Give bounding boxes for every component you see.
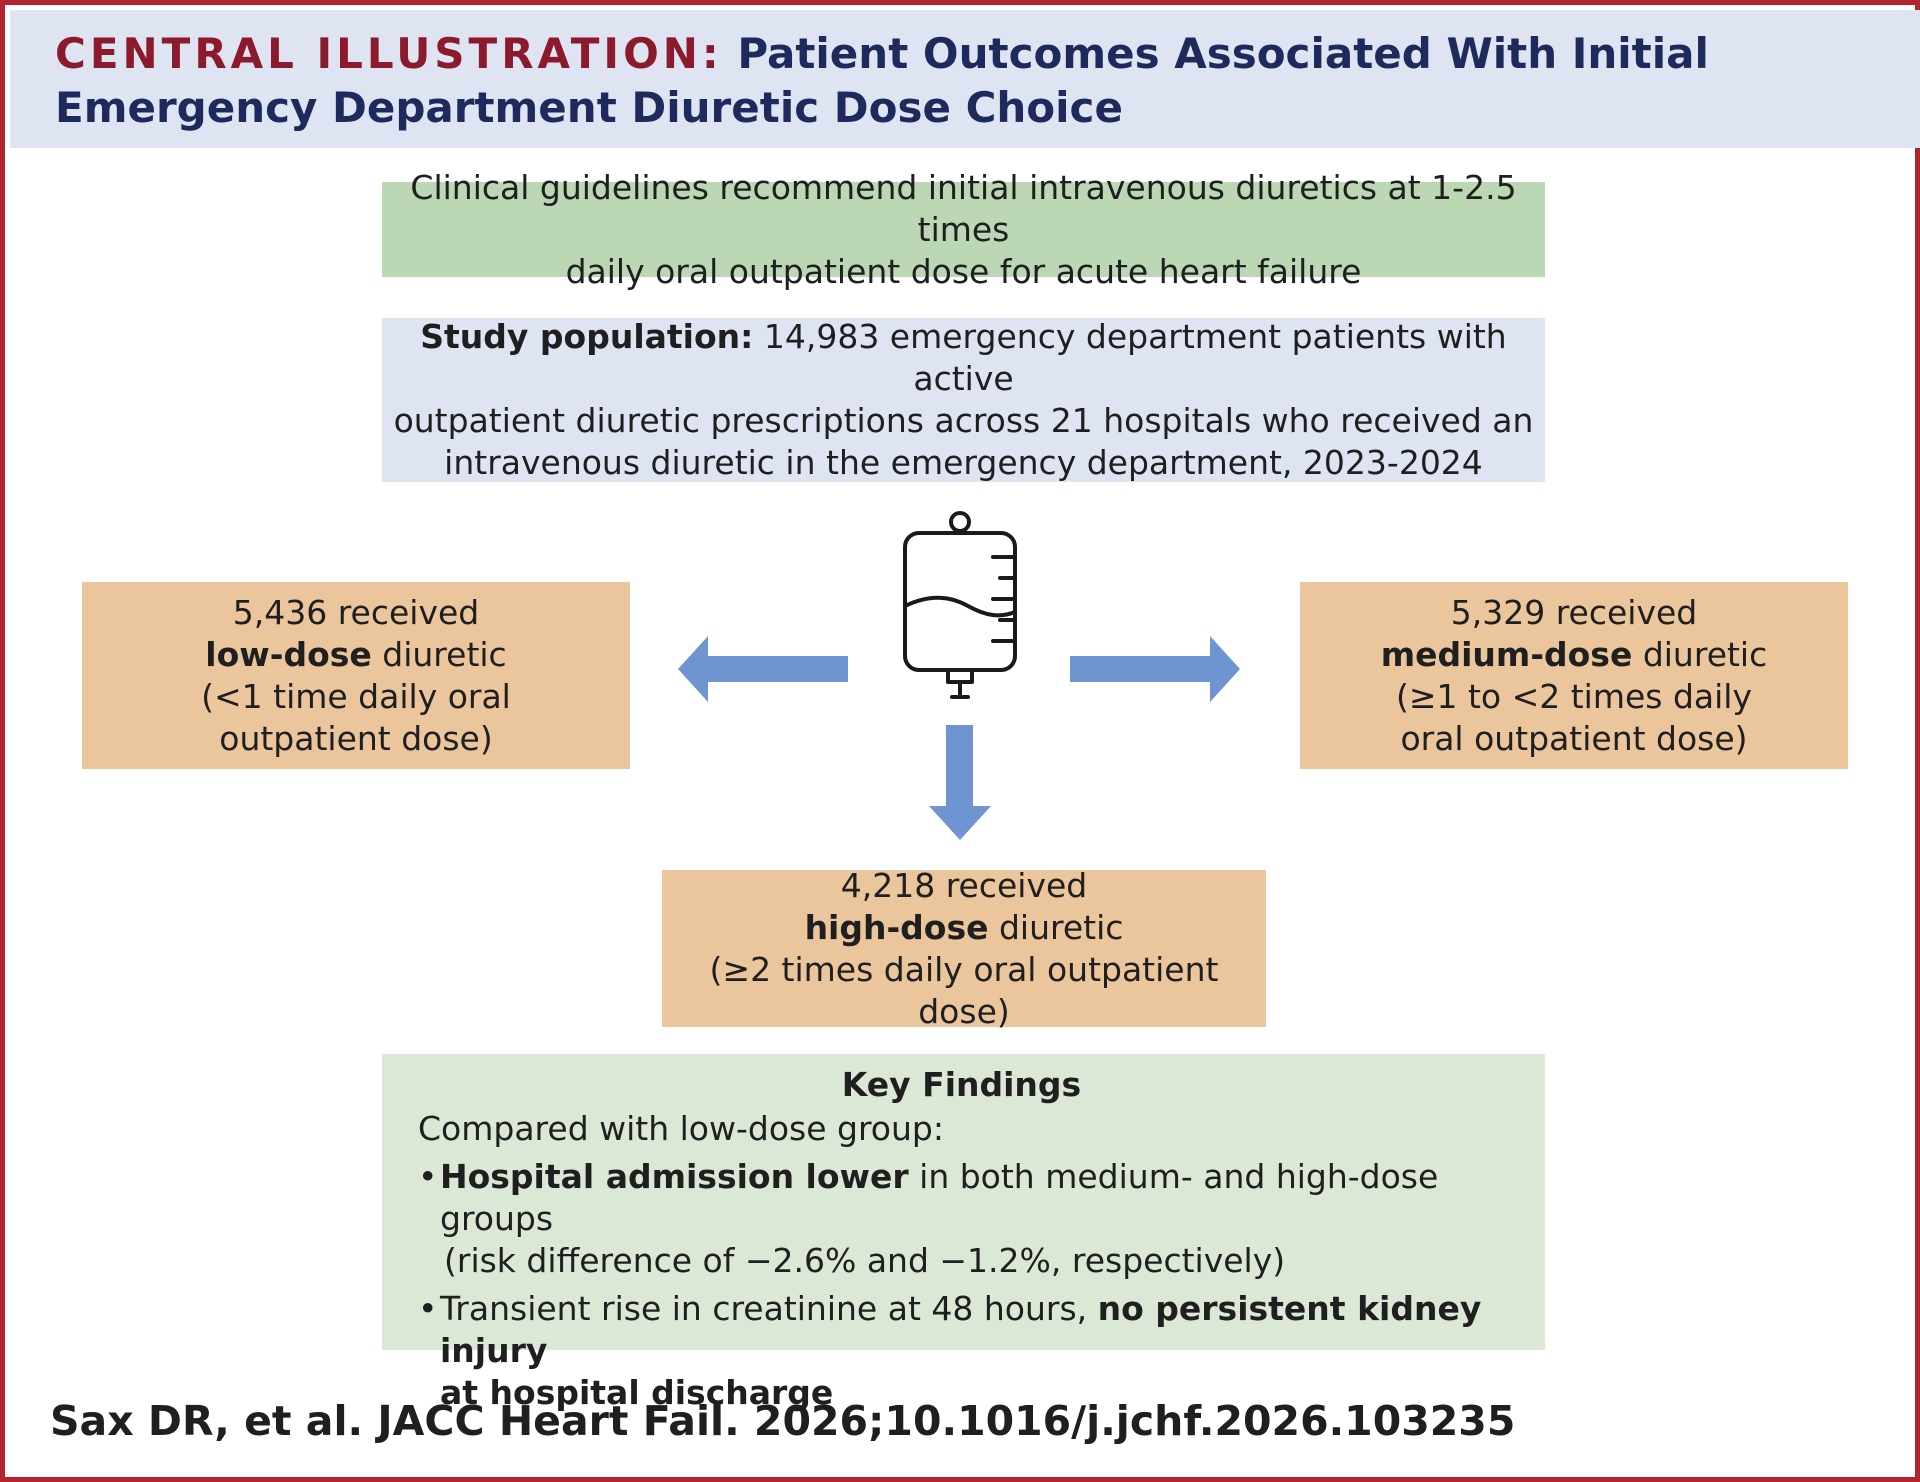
medium-dose-bold: medium-dose	[1380, 634, 1633, 674]
high-dose-label: high-dose diuretic	[805, 907, 1124, 949]
guidelines-line-1: Clinical guidelines recommend initial in…	[410, 167, 1517, 249]
title-lead: CENTRAL ILLUSTRATION:	[55, 29, 723, 78]
finding-1-line-2: (risk difference of −2.6% and −1.2%, res…	[444, 1241, 1286, 1280]
finding-2-bold-2: at hospital discharge	[440, 1373, 834, 1412]
finding-bullet-1: • Hospital admission lower in both mediu…	[418, 1156, 1505, 1282]
iv-bag-hanger	[949, 511, 971, 533]
citation: Sax DR, et al. JACC Heart Fail. 2026;10.…	[50, 1397, 1516, 1445]
low-dose-bold: low-dose	[205, 634, 372, 674]
finding-2-line-2: at hospital discharge	[440, 1372, 1505, 1414]
medium-dose-box: 5,329 received medium-dose diuretic (≥1 …	[1300, 582, 1848, 769]
iv-bag-icon	[903, 511, 1017, 699]
title-rest: Patient Outcomes Associated With Initial…	[55, 29, 1709, 132]
finding-1-bold: Hospital admission lower	[440, 1157, 909, 1196]
low-dose-rest: diuretic	[371, 634, 507, 674]
medium-dose-label: medium-dose diuretic	[1381, 634, 1768, 676]
population-line-1-rest: 14,983 emergency department patients wit…	[753, 317, 1507, 398]
high-dose-bold: high-dose	[804, 907, 989, 947]
bullet-dot: •	[418, 1289, 438, 1328]
key-findings-intro: Compared with low-dose group:	[418, 1109, 944, 1148]
study-population-box: Study population: 14,983 emergency depar…	[382, 316, 1545, 482]
medium-dose-range-2: oral outpatient dose)	[1400, 718, 1748, 758]
medium-dose-count: 5,329 received	[1450, 592, 1698, 632]
medium-dose-rest: diuretic	[1632, 634, 1768, 674]
population-line-2: outpatient diuretic prescriptions across…	[393, 401, 1534, 440]
low-dose-label: low-dose diuretic	[205, 634, 506, 676]
population-label: Study population:	[420, 317, 754, 356]
finding-bullet-2: • Transient rise in creatinine at 48 hou…	[418, 1288, 1505, 1414]
high-dose-range-1: (≥2 times daily oral outpatient dose)	[709, 949, 1219, 1031]
high-dose-box: 4,218 received high-dose diuretic (≥2 ti…	[662, 866, 1266, 1031]
finding-2-bold-1: no persistent kidney injury	[440, 1289, 1482, 1370]
finding-1-line-1: Hospital admission lower in both medium-…	[440, 1156, 1505, 1240]
finding-1-rest: in both medium- and high-dose groups	[440, 1157, 1439, 1238]
key-findings-box: Key Findings Compared with low-dose grou…	[382, 1054, 1545, 1412]
low-dose-box: 5,436 received low-dose diuretic (<1 tim…	[82, 582, 630, 769]
arrow-down-icon	[929, 725, 991, 840]
population-line-1: Study population: 14,983 emergency depar…	[382, 316, 1545, 400]
finding-2-line-1: Transient rise in creatinine at 48 hours…	[440, 1288, 1505, 1372]
bullet-dot: •	[418, 1157, 438, 1196]
arrow-right-icon	[1070, 636, 1240, 702]
medium-dose-range-1: (≥1 to <2 times daily	[1395, 676, 1753, 716]
finding-2-rest: Transient rise in creatinine at 48 hours…	[440, 1289, 1098, 1328]
guidelines-line-2: daily oral outpatient dose for acute hea…	[565, 251, 1362, 291]
low-dose-range-2: outpatient dose)	[219, 718, 493, 758]
high-dose-count: 4,218 received	[840, 865, 1088, 905]
high-dose-rest: diuretic	[988, 907, 1124, 947]
page-title: CENTRAL ILLUSTRATION: Patient Outcomes A…	[55, 27, 1885, 135]
low-dose-count: 5,436 received	[232, 592, 480, 632]
key-findings-title: Key Findings	[841, 1065, 1082, 1104]
population-line-3: intravenous diuretic in the emergency de…	[444, 443, 1483, 482]
guidelines-box: Clinical guidelines recommend initial in…	[382, 168, 1545, 291]
iv-bag-fluid-line	[903, 595, 1017, 618]
low-dose-range-1: (<1 time daily oral	[201, 676, 511, 716]
header-band: CENTRAL ILLUSTRATION: Patient Outcomes A…	[10, 10, 1920, 148]
arrow-left-icon	[678, 636, 848, 702]
arrows	[678, 636, 1240, 840]
